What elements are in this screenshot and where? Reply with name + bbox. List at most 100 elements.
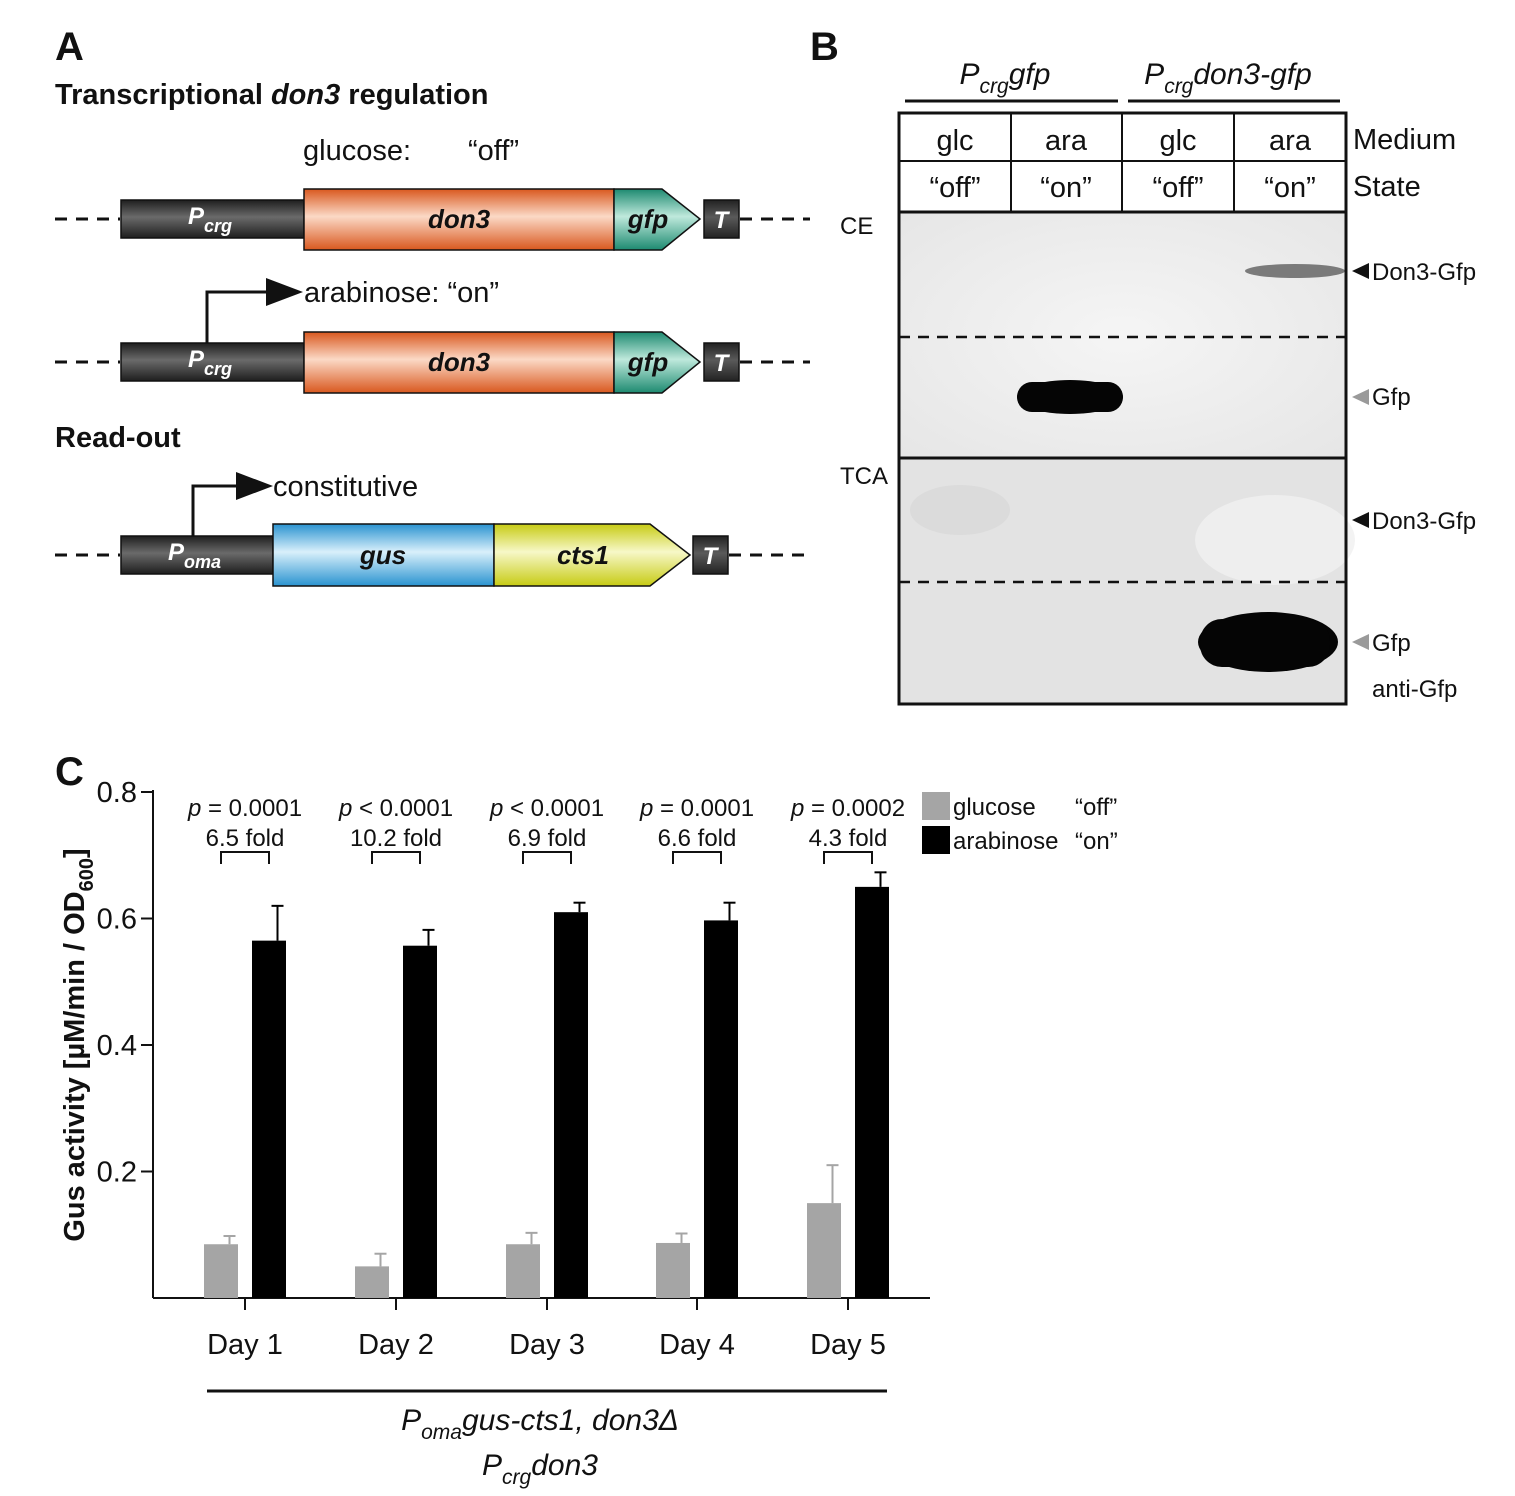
medium-lane-1: glc (936, 125, 973, 157)
promoter-oma-box (120, 535, 274, 575)
arabinose-label: arabinose: “on” (304, 277, 499, 309)
antibody-label: anti-Gfp (1372, 676, 1457, 703)
construct-arabinose: Pcrg don3 gfp T (55, 331, 810, 394)
state-lane-3: “off” (1152, 172, 1203, 204)
arrowhead-gray-icon (1352, 634, 1369, 650)
arrowhead-black-icon (1352, 512, 1369, 528)
panel-c-letter: C (55, 750, 84, 794)
readout-heading: Read-out (55, 422, 181, 454)
group2-label: Pcrgdon3-gfp (1144, 58, 1312, 98)
bar-glucose (656, 1242, 690, 1298)
glucose-label: glucose: (303, 135, 411, 167)
don3-gene-box (303, 331, 615, 394)
strain-line-2: Pcrgdon3 (482, 1449, 598, 1489)
bar-arabinose (403, 945, 437, 1298)
legend-swatch-glucose (922, 792, 950, 820)
legend-arabinose-state: “on” (1075, 828, 1118, 855)
bar-arabinose (554, 912, 588, 1298)
x-tick-label: Day 3 (509, 1329, 585, 1361)
y-axis-label: Gus activity [µM/min / OD600] (59, 848, 98, 1241)
gfp-gene-label: gfp (627, 204, 669, 234)
fold-change-label: 4.3 fold (809, 825, 888, 852)
y-tick-label: 0.6 (97, 904, 137, 936)
bar-arabinose (704, 920, 738, 1298)
arrowhead-gray-icon (1352, 389, 1369, 405)
legend-glucose-state: “off” (1075, 794, 1117, 821)
tca-label: TCA (840, 463, 888, 490)
medium-lane-4: ara (1269, 125, 1312, 157)
bar-arabinose (855, 886, 889, 1298)
bar-glucose (807, 1203, 841, 1298)
panel-b: B Pcrggfp Pcrgdon3-gfp glc ara glc ara “… (810, 25, 1476, 706)
panel-c: C Gus activity [µM/min / OD600] 0.20.40.… (55, 750, 1118, 1489)
band-label-don3-tca: Don3-Gfp (1372, 508, 1476, 535)
state-row-label: State (1353, 171, 1421, 203)
significance-bracket (220, 851, 270, 864)
glucose-state: “off” (468, 135, 519, 167)
medium-lane-3: glc (1159, 125, 1196, 157)
p-value-label: p < 0.0001 (338, 795, 453, 822)
x-tick-label: Day 1 (207, 1329, 283, 1361)
terminator-box (703, 199, 740, 239)
band-label-gfp-ce: Gfp (1372, 384, 1411, 411)
legend-glucose-name: glucose (953, 794, 1036, 821)
gfp-gene-label: gfp (627, 347, 669, 377)
terminator-label: T (714, 350, 731, 377)
bar-glucose (204, 1244, 238, 1298)
band-label-gfp-tca: Gfp (1372, 630, 1411, 657)
group1-label: Pcrggfp (960, 58, 1051, 98)
fold-change-label: 6.5 fold (206, 825, 285, 852)
terminator-box (703, 342, 740, 382)
constitutive-label: constitutive (273, 471, 418, 503)
promoter-oma-label: Poma (168, 539, 221, 572)
cts1-gene-arrow (493, 523, 692, 587)
don3-gene-label: don3 (428, 347, 491, 377)
gfp-gene-arrow (613, 331, 702, 394)
blot-ce-membrane (899, 212, 1346, 458)
fold-change-label: 10.2 fold (350, 825, 442, 852)
fold-change-label: 6.6 fold (658, 825, 737, 852)
significance-bracket (823, 851, 873, 864)
ce-label: CE (840, 213, 873, 240)
medium-lane-2: ara (1045, 125, 1088, 157)
panel-a-heading: Transcriptional don3 regulation (55, 79, 488, 111)
legend-swatch-arabinose (922, 826, 950, 854)
gus-gene-box (272, 523, 495, 587)
panel-a-letter: A (55, 25, 84, 69)
don3-gene-label: don3 (428, 204, 491, 234)
state-lane-2: “on” (1040, 172, 1092, 204)
significance-bracket (522, 851, 572, 864)
y-tick-label: 0.4 (97, 1030, 137, 1062)
x-tick-label: Day 2 (358, 1329, 434, 1361)
bar-arabinose (252, 940, 286, 1298)
significance-bracket (672, 851, 722, 864)
terminator-label: T (714, 207, 731, 234)
band-label-don3-ce: Don3-Gfp (1372, 259, 1476, 286)
constitutive-promoter-arrow (191, 472, 273, 537)
arrowhead-black-icon (1352, 263, 1369, 279)
construct-readout: Poma gus cts1 T (55, 523, 810, 587)
gus-gene-label: gus (359, 540, 406, 570)
p-value-label: p = 0.0001 (639, 795, 754, 822)
state-lane-4: “on” (1264, 172, 1316, 204)
panel-a: A Transcriptional don3 regulation glucos… (55, 25, 810, 587)
bar-glucose (355, 1266, 389, 1298)
terminator-label: T (703, 543, 720, 570)
cts1-gene-label: cts1 (557, 540, 609, 570)
arabinose-promoter-arrow (205, 278, 303, 343)
p-value-label: p = 0.0001 (187, 795, 302, 822)
construct-glucose: Pcrg don3 gfp T (55, 188, 810, 251)
x-tick-label: Day 5 (810, 1329, 886, 1361)
legend: glucose “off” arabinose “on” (922, 792, 1118, 855)
significance-bracket (371, 851, 421, 864)
state-lane-1: “off” (929, 172, 980, 204)
bar-glucose (506, 1244, 540, 1298)
p-value-label: p = 0.0002 (790, 795, 905, 822)
gfp-gene-arrow (613, 188, 702, 251)
blot-frame (897, 210, 1348, 706)
don3-gene-box (303, 188, 615, 251)
y-tick-label: 0.8 (97, 777, 137, 809)
x-tick-label: Day 4 (659, 1329, 735, 1361)
